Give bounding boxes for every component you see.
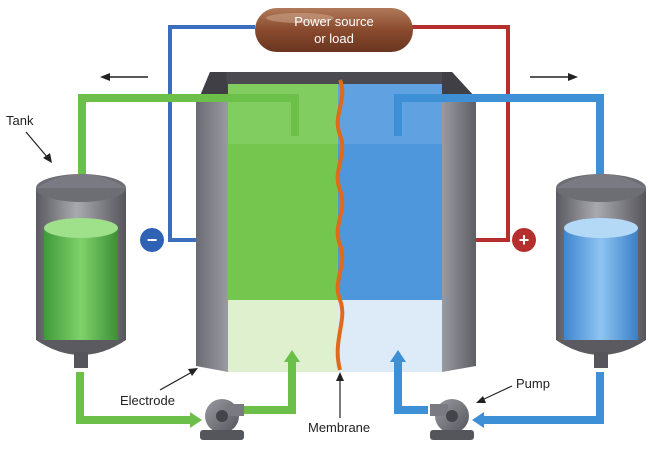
green-flow-loop [70,94,300,428]
electrode-label: Electrode [120,393,175,408]
negative-terminal: − [140,228,164,252]
negative-tank [36,174,126,368]
tank-callout: Tank [6,113,52,163]
membrane [335,79,345,371]
right-electrode [442,96,476,372]
minus-sign: − [147,230,158,250]
external-circuit [168,25,510,242]
blue-flow-loop [390,94,612,428]
membrane-callout: Membrane [308,372,370,435]
right-pump [430,399,474,440]
power-source-label-line1: Power source [294,14,373,29]
left-pump [200,399,244,440]
tank-label: Tank [6,113,34,128]
plus-sign: + [519,230,530,250]
electrode-callout: Electrode [120,368,198,408]
electrochemical-cell: − + [140,72,536,372]
pump-callout: Pump [476,376,550,403]
positive-tank [556,174,646,368]
positive-terminal: + [512,228,536,252]
power-source-label-line2: or load [314,31,354,46]
power-source: Power source or load [255,8,413,52]
membrane-label: Membrane [308,420,370,435]
left-electrode [196,96,228,372]
direction-arrow-left [100,73,148,81]
negative-wire [168,25,255,242]
direction-arrow-right [530,73,578,81]
pump-label: Pump [516,376,550,391]
positive-wire [410,25,510,242]
